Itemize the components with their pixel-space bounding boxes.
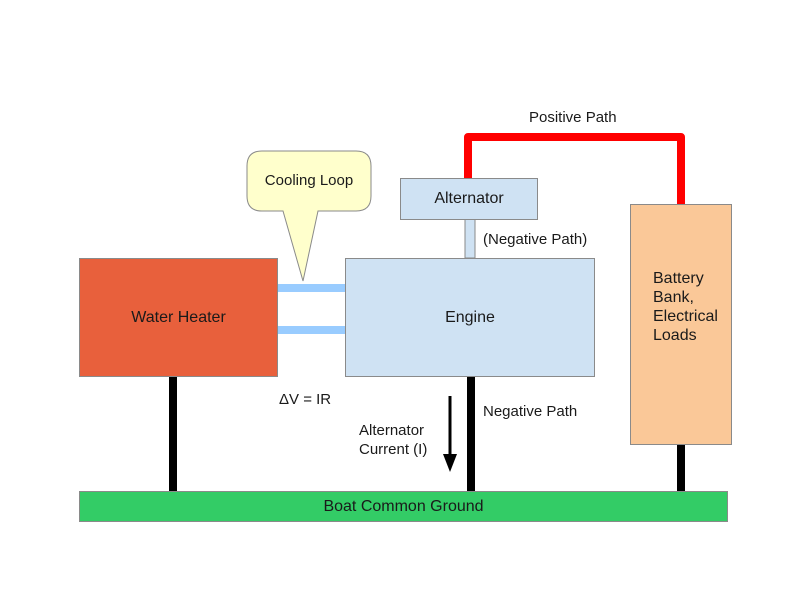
alternator-current-line-2: Current (I) [359,441,428,458]
alternator-current-label: Alternator Current (I) [359,421,427,459]
alternator-negative-connector [464,218,476,259]
delta-v-label: ΔV = IR [279,391,332,408]
battery-label-line-2: Bank, [653,289,694,306]
battery-bank-box: Battery Bank, Electrical Loads [630,204,732,445]
positive-path-label: Positive Path [529,109,617,126]
engine-label: Engine [445,308,495,326]
boat-common-ground-bar: Boat Common Ground [79,491,728,522]
water-heater-label: Water Heater [131,308,226,326]
water-heater-box: Water Heater [79,258,278,377]
battery-label-line-3: Electrical [653,308,718,325]
cooling-loop-callout-shape [246,150,372,282]
alternator-negative-path-label: (Negative Path) [483,231,588,248]
positive-path-wire [464,133,685,204]
ground-label: Boat Common Ground [323,497,484,515]
alternator-label: Alternator [434,190,504,207]
cooling-loop-label: Cooling Loop [264,172,354,189]
engine-box: Engine [345,258,595,377]
alternator-box: Alternator [400,178,538,220]
alternator-current-line-1: Alternator [359,422,425,439]
current-arrow-head [443,454,457,472]
battery-label-line-1: Battery [653,270,704,287]
negative-path-label: Negative Path [483,403,578,420]
battery-label-line-4: Loads [653,327,697,344]
